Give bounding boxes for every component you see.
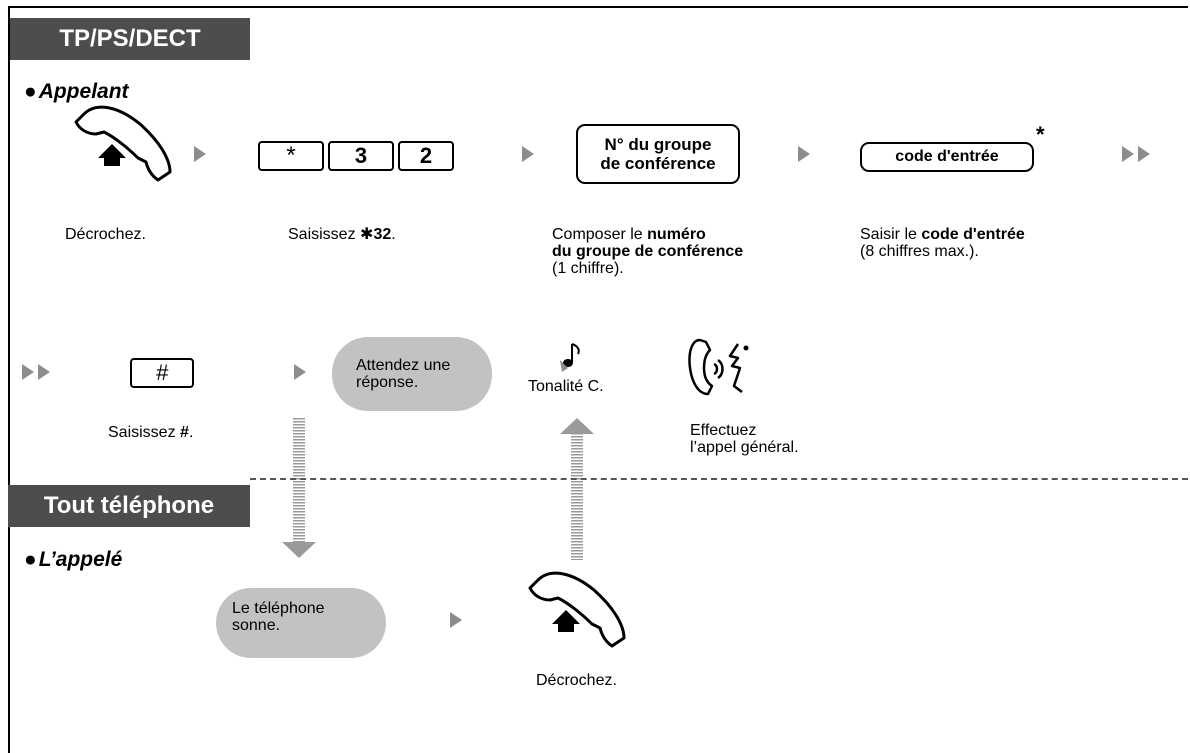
hash-caption: Saisissez #. <box>108 424 194 441</box>
conference-group-box: N° du groupe de conférence <box>576 124 740 184</box>
key-2: 2 <box>398 141 457 174</box>
callee-offhook-caption: Décrochez. <box>536 672 617 689</box>
double-play-arrow-icon <box>1122 146 1162 162</box>
double-play-arrow-icon <box>22 364 62 380</box>
down-flow-arrow <box>282 418 316 558</box>
play-arrow-icon <box>450 612 462 628</box>
play-arrow-icon <box>522 146 534 162</box>
diagram-frame <box>8 6 1188 753</box>
conf-group-caption: Composer le numéro du groupe de conféren… <box>552 226 744 277</box>
play-arrow-icon <box>294 364 306 380</box>
entry-code-caption: Saisir le code d'entrée (8 chiffres max.… <box>860 226 1025 260</box>
music-note-icon <box>560 343 580 372</box>
handset-offhook-icon <box>528 571 626 648</box>
callee-label: ●L’appelé <box>24 548 123 571</box>
device-tag: TP/PS/DECT <box>10 18 250 60</box>
key-3: 3 <box>328 141 397 174</box>
entry-code-asterisk: * <box>1036 122 1045 147</box>
entry-code-box: code d'entrée <box>860 142 1034 172</box>
dial-caption: Saisissez ✱32. <box>288 226 396 243</box>
handset-offhook-icon <box>74 105 172 182</box>
caller-label: ●Appelant <box>24 80 129 103</box>
key-star: * <box>258 141 327 174</box>
callee-tag: Tout téléphone <box>8 485 250 527</box>
tone-c-caption: Tonalité C. <box>528 378 604 395</box>
section-divider <box>250 478 1188 480</box>
talking-handset-icon <box>688 338 749 396</box>
up-flow-arrow <box>560 418 594 560</box>
play-arrow-icon <box>798 146 810 162</box>
key-hash: # <box>130 358 197 391</box>
offhook-caption: Décrochez. <box>65 226 146 243</box>
play-arrow-icon <box>194 146 206 162</box>
